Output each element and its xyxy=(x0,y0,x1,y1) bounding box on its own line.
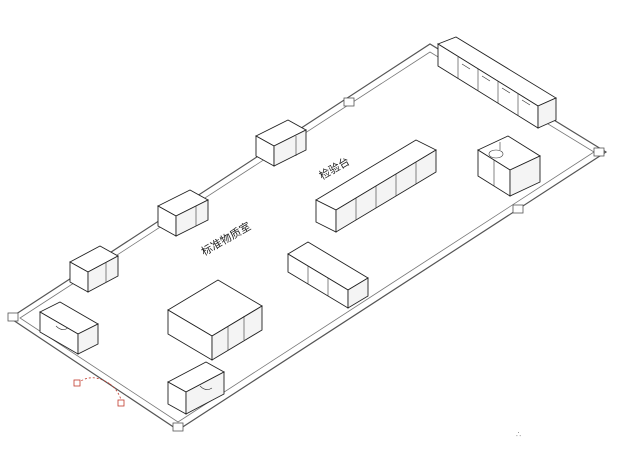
wall-pier-left xyxy=(7,312,19,322)
wall-pier-top xyxy=(343,97,355,107)
desk-left-wall xyxy=(69,245,119,293)
sink-basin xyxy=(488,149,504,159)
desk-top-wall xyxy=(255,119,307,167)
central-island xyxy=(167,279,263,361)
inspection-bench-label: 检验台 xyxy=(317,154,353,183)
inspection-bench xyxy=(315,139,437,233)
door-swing xyxy=(73,377,125,407)
wall-pier-bottom xyxy=(172,422,184,432)
standard-room-label: 标准物质室 xyxy=(199,219,254,259)
desk-middle-wall xyxy=(157,189,209,237)
bench-near-door xyxy=(39,301,99,355)
center-bench-row xyxy=(287,241,369,309)
wall-bench-top-right xyxy=(436,36,557,129)
wall-pier-right xyxy=(593,147,605,157)
corner-mark: ∴ xyxy=(516,430,521,439)
wall-pier-mid-right xyxy=(512,204,524,214)
sink-cabinet xyxy=(477,135,541,197)
bench-bottom xyxy=(167,361,225,415)
